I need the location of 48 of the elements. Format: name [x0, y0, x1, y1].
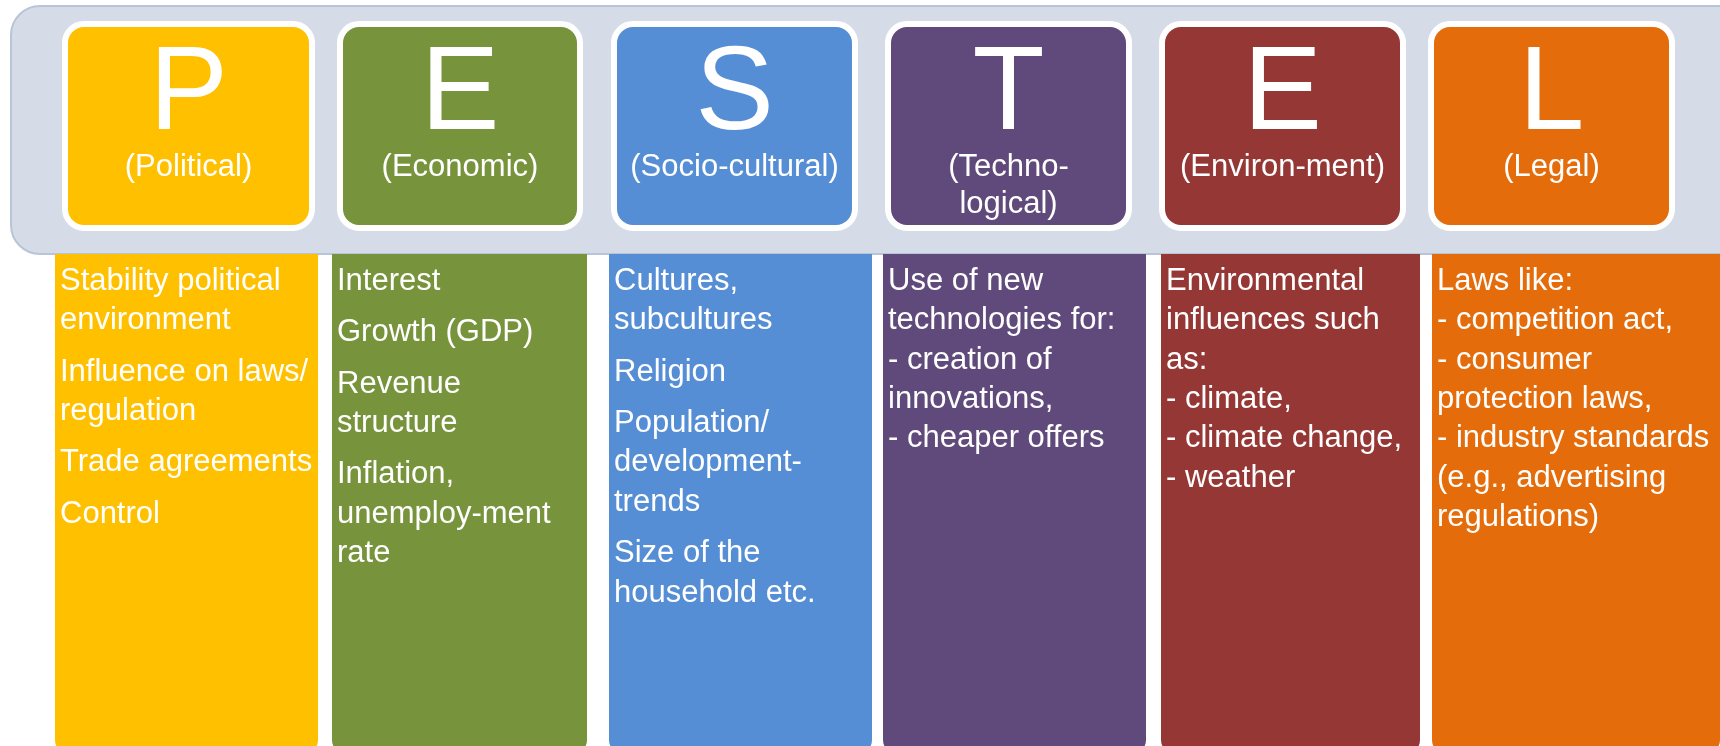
factor-text: Cultures, subcultures: [614, 261, 774, 339]
header-subtitle: (Environ-ment): [1179, 147, 1386, 185]
factor-text: Religion: [614, 351, 727, 390]
factor-text: Laws like:: [1437, 261, 1575, 299]
header-subtitle: (Political): [123, 147, 254, 185]
header-box: [885, 21, 1132, 231]
factor-text: Control: [60, 493, 161, 532]
category-column: [883, 254, 1146, 746]
factor-text: - weather: [1166, 457, 1297, 496]
header-box: [611, 21, 858, 231]
header-letter: T: [972, 29, 1045, 147]
header-subtitle: (Economic): [380, 147, 540, 185]
factor-text: Growth (GDP): [337, 312, 535, 351]
factor-text: Environmental influences such as:: [1166, 261, 1381, 378]
factor-text: Revenue structure: [337, 363, 463, 442]
header-letter: P: [149, 29, 228, 147]
factor-text: Inflation, unemploy-ment rate: [337, 454, 552, 572]
factor-text: Size of the household etc.: [614, 533, 817, 611]
factor-text: Stability political environment: [60, 261, 282, 339]
factor-text: - competition act,: [1437, 300, 1675, 339]
factor-text: Interest: [337, 261, 442, 299]
header-letter: S: [695, 29, 774, 147]
factor-text: - climate,: [1166, 379, 1293, 418]
factor-text: Influence on laws/ regulation: [60, 351, 310, 430]
header-box: [1159, 21, 1406, 231]
header-subtitle: (Techno-logical): [947, 147, 1070, 222]
factor-text: - cheaper offers: [888, 418, 1106, 457]
category-column: [55, 254, 318, 746]
factor-text: - climate change,: [1166, 418, 1404, 457]
factor-text: - consumer protection laws,: [1437, 339, 1654, 418]
header-subtitle: (Socio-cultural): [629, 147, 840, 185]
header-band: [10, 5, 1720, 255]
header-box: [337, 21, 583, 231]
factor-text: - industry standards (e.g., advertising regulations): [1437, 418, 1711, 536]
header-box: [62, 21, 315, 231]
header-letter: L: [1518, 29, 1585, 147]
category-column: [1161, 254, 1420, 746]
factor-text: - creation of innovations,: [888, 339, 1055, 418]
header-letter: E: [420, 29, 500, 147]
header-subtitle: (Legal): [1502, 147, 1601, 185]
header-box: [1428, 21, 1675, 231]
factor-text: Population/ development-trends: [614, 403, 803, 520]
factor-text: Trade agreements: [60, 442, 313, 481]
factor-text: Use of new technologies for:: [888, 261, 1117, 339]
header-letter: E: [1243, 29, 1322, 147]
category-column: [609, 254, 872, 746]
category-column: [1432, 254, 1720, 746]
category-column: [332, 254, 587, 746]
